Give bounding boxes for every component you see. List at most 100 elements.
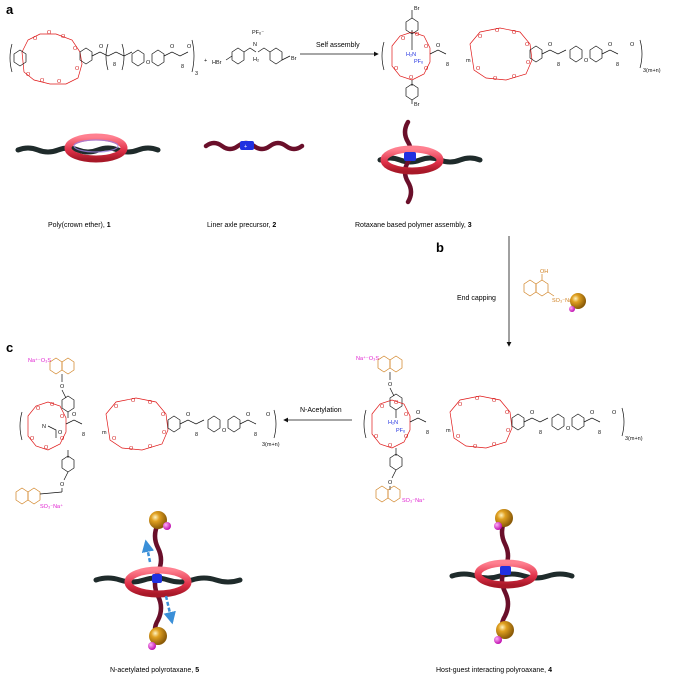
svg-text:Br: Br bbox=[414, 102, 420, 108]
shuttle-arrow-up-icon bbox=[141, 539, 155, 563]
svg-text:O: O bbox=[60, 436, 65, 442]
svg-text:8: 8 bbox=[426, 430, 429, 436]
svg-text:O: O bbox=[492, 442, 497, 448]
benzene-ring bbox=[13, 49, 27, 67]
svg-text:Br: Br bbox=[414, 6, 420, 12]
sodium-ion-icon bbox=[569, 306, 575, 312]
caption-assembly3: Rotaxane based polymer assembly, 3 bbox=[355, 222, 472, 229]
svg-text:H₂: H₂ bbox=[253, 57, 259, 63]
svg-text:O: O bbox=[525, 42, 530, 48]
svg-text:O: O bbox=[495, 28, 500, 34]
svg-text:O: O bbox=[73, 46, 78, 52]
svg-text:O: O bbox=[57, 79, 62, 85]
svg-text:SO₃⁻Na⁺: SO₃⁻Na⁺ bbox=[552, 297, 575, 304]
svg-text:O: O bbox=[60, 482, 65, 488]
svg-text:8: 8 bbox=[616, 62, 619, 68]
svg-text:O: O bbox=[148, 400, 153, 406]
crown-ring-cartoon bbox=[64, 133, 128, 163]
svg-text:O: O bbox=[60, 414, 65, 420]
svg-text:O: O bbox=[47, 30, 52, 36]
svg-text:O: O bbox=[30, 436, 35, 442]
svg-text:m: m bbox=[466, 58, 471, 64]
svg-text:O: O bbox=[99, 44, 104, 50]
cartoon-polyrotaxane4 bbox=[449, 509, 575, 644]
stopper-ball-icon bbox=[149, 627, 167, 645]
svg-text:O: O bbox=[388, 382, 393, 388]
svg-text:8: 8 bbox=[82, 432, 85, 438]
svg-text:O: O bbox=[526, 60, 531, 66]
axle2-structure: HBr N H₂ PF₆⁻ Br bbox=[212, 30, 297, 66]
svg-text:O: O bbox=[394, 66, 399, 72]
svg-text:O: O bbox=[436, 43, 441, 49]
self-assembly-label: Self assembly bbox=[316, 42, 360, 49]
svg-text:Na⁺⁻O₃S: Na⁺⁻O₃S bbox=[28, 357, 51, 364]
svg-text:O: O bbox=[148, 444, 153, 450]
svg-text:m: m bbox=[102, 430, 107, 436]
panel-label-b: b bbox=[436, 240, 444, 255]
svg-text:3: 3 bbox=[195, 71, 198, 77]
svg-text:8: 8 bbox=[557, 62, 560, 68]
svg-text:8: 8 bbox=[446, 62, 449, 68]
svg-text:O: O bbox=[112, 436, 117, 442]
svg-text:O: O bbox=[404, 412, 409, 418]
svg-text:O: O bbox=[475, 396, 480, 402]
svg-text:O: O bbox=[72, 412, 77, 418]
svg-text:O: O bbox=[162, 430, 167, 436]
svg-text:O: O bbox=[170, 44, 175, 50]
svg-text:O: O bbox=[114, 404, 119, 410]
svg-text:SO₃⁻Na⁺: SO₃⁻Na⁺ bbox=[40, 503, 63, 510]
caption-polymer1: Poly(crown ether), 1 bbox=[48, 222, 111, 229]
crown-ring-cartoon bbox=[380, 145, 444, 175]
svg-text:O: O bbox=[266, 412, 271, 418]
svg-text:O: O bbox=[493, 76, 498, 82]
svg-text:H₂N: H₂N bbox=[406, 52, 416, 58]
svg-text:8: 8 bbox=[254, 432, 257, 438]
shuttle-arrow-down-icon bbox=[163, 595, 176, 625]
svg-text:O: O bbox=[33, 36, 38, 42]
svg-text:O: O bbox=[161, 412, 166, 418]
svg-text:O: O bbox=[61, 34, 66, 40]
svg-text:O: O bbox=[630, 42, 635, 48]
svg-text:PF₆: PF₆ bbox=[396, 428, 405, 434]
svg-text:SO₃⁻Na⁺: SO₃⁻Na⁺ bbox=[402, 497, 425, 504]
stopper-ball-icon bbox=[149, 511, 167, 529]
svg-text:O: O bbox=[512, 74, 517, 80]
ammonium-site bbox=[240, 141, 254, 150]
caption-polyrotaxane4: Host-guest interacting polyroaxane, 4 bbox=[436, 667, 552, 674]
svg-text:3(m+n): 3(m+n) bbox=[625, 436, 643, 442]
n-acetylation-label: N-Acetylation bbox=[300, 407, 342, 414]
sodium-ion-icon bbox=[494, 522, 502, 530]
svg-text:OH: OH bbox=[540, 269, 548, 275]
svg-text:O: O bbox=[584, 58, 589, 64]
crown-ether-ring bbox=[21, 33, 83, 85]
plus-sign: + bbox=[204, 58, 207, 64]
svg-text:PF₆: PF₆ bbox=[414, 59, 423, 65]
cartoon-axle2: + bbox=[203, 140, 305, 152]
svg-text:O: O bbox=[608, 42, 613, 48]
svg-text:O: O bbox=[60, 384, 65, 390]
svg-text:HBr: HBr bbox=[212, 60, 222, 66]
svg-text:3(m+n): 3(m+n) bbox=[643, 68, 661, 74]
svg-text:O: O bbox=[612, 410, 617, 416]
svg-text:8: 8 bbox=[539, 430, 542, 436]
polymer1-structure: OOO OOO OO O 8 O O 8 O 3 bbox=[9, 30, 198, 85]
sodium-ion-icon bbox=[494, 636, 502, 644]
stopper-ball-icon bbox=[496, 621, 514, 639]
svg-text:8: 8 bbox=[113, 62, 116, 68]
svg-text:O: O bbox=[473, 444, 478, 450]
svg-text:N: N bbox=[42, 424, 46, 430]
svg-text:O: O bbox=[401, 36, 406, 42]
svg-text:O: O bbox=[36, 406, 41, 412]
svg-text:PF₆⁻: PF₆⁻ bbox=[252, 30, 264, 36]
svg-text:O: O bbox=[424, 44, 429, 50]
svg-text:8: 8 bbox=[195, 432, 198, 438]
svg-text:O: O bbox=[394, 400, 399, 406]
svg-text:O: O bbox=[246, 412, 251, 418]
polyrotaxane5-structure: Na⁺⁻O₃S O O O O O O O N O O SO₃⁻Na⁺ O 8 m O O bbox=[15, 357, 280, 510]
svg-text:O: O bbox=[492, 398, 497, 404]
svg-text:O: O bbox=[548, 42, 553, 48]
caption-polyrotaxane5: N-acetylated polyrotaxane, 5 bbox=[110, 667, 199, 674]
svg-text:O: O bbox=[530, 410, 535, 416]
svg-text:O: O bbox=[40, 78, 45, 84]
svg-text:O: O bbox=[75, 66, 80, 72]
